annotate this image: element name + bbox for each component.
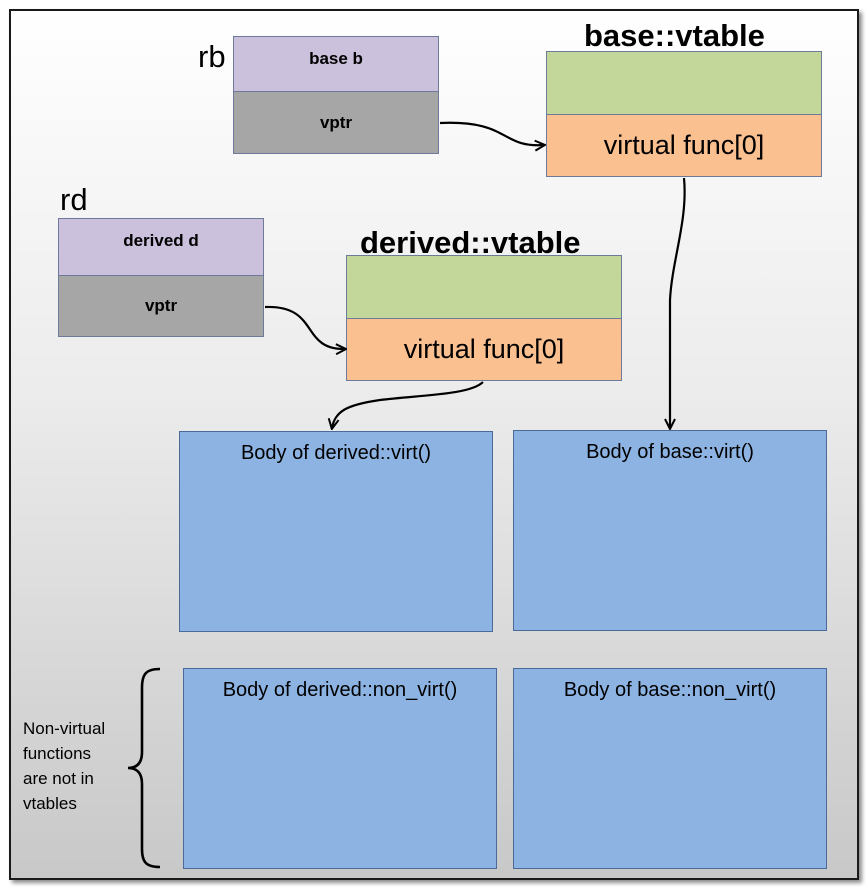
base-object: base b vptr	[233, 36, 439, 154]
derived-vtable-header	[347, 256, 621, 319]
rd-label: rd	[60, 182, 88, 217]
derived-object: derived d vptr	[58, 218, 264, 337]
derived-vptr: vptr	[59, 276, 263, 336]
note-line: Non-virtual	[23, 719, 106, 738]
base-vtable-entry: virtual func[0]	[547, 115, 821, 176]
base-vtable: virtual func[0]	[546, 51, 822, 177]
note-line: are not in	[23, 769, 94, 788]
rb-label: rb	[198, 39, 226, 74]
non-virtual-note: Non-virtual functions are not in vtables	[23, 716, 105, 816]
base-virt-body: Body of base::virt()	[513, 430, 827, 631]
note-line: functions	[23, 744, 92, 763]
base-non-virt-body: Body of base::non_virt()	[513, 668, 827, 869]
derived-vtable-title: derived::vtable	[360, 225, 581, 260]
derived-virt-body: Body of derived::virt()	[179, 431, 493, 632]
derived-vtable: virtual func[0]	[346, 255, 622, 381]
base-vptr: vptr	[234, 92, 438, 153]
base-vtable-title: base::vtable	[584, 18, 765, 53]
derived-non-virt-body: Body of derived::non_virt()	[183, 668, 497, 869]
base-object-header: base b	[234, 37, 438, 92]
derived-vtable-entry: virtual func[0]	[347, 319, 621, 380]
note-line: vtables	[23, 794, 77, 813]
base-vtable-header	[547, 52, 821, 115]
derived-object-header: derived d	[59, 219, 263, 276]
